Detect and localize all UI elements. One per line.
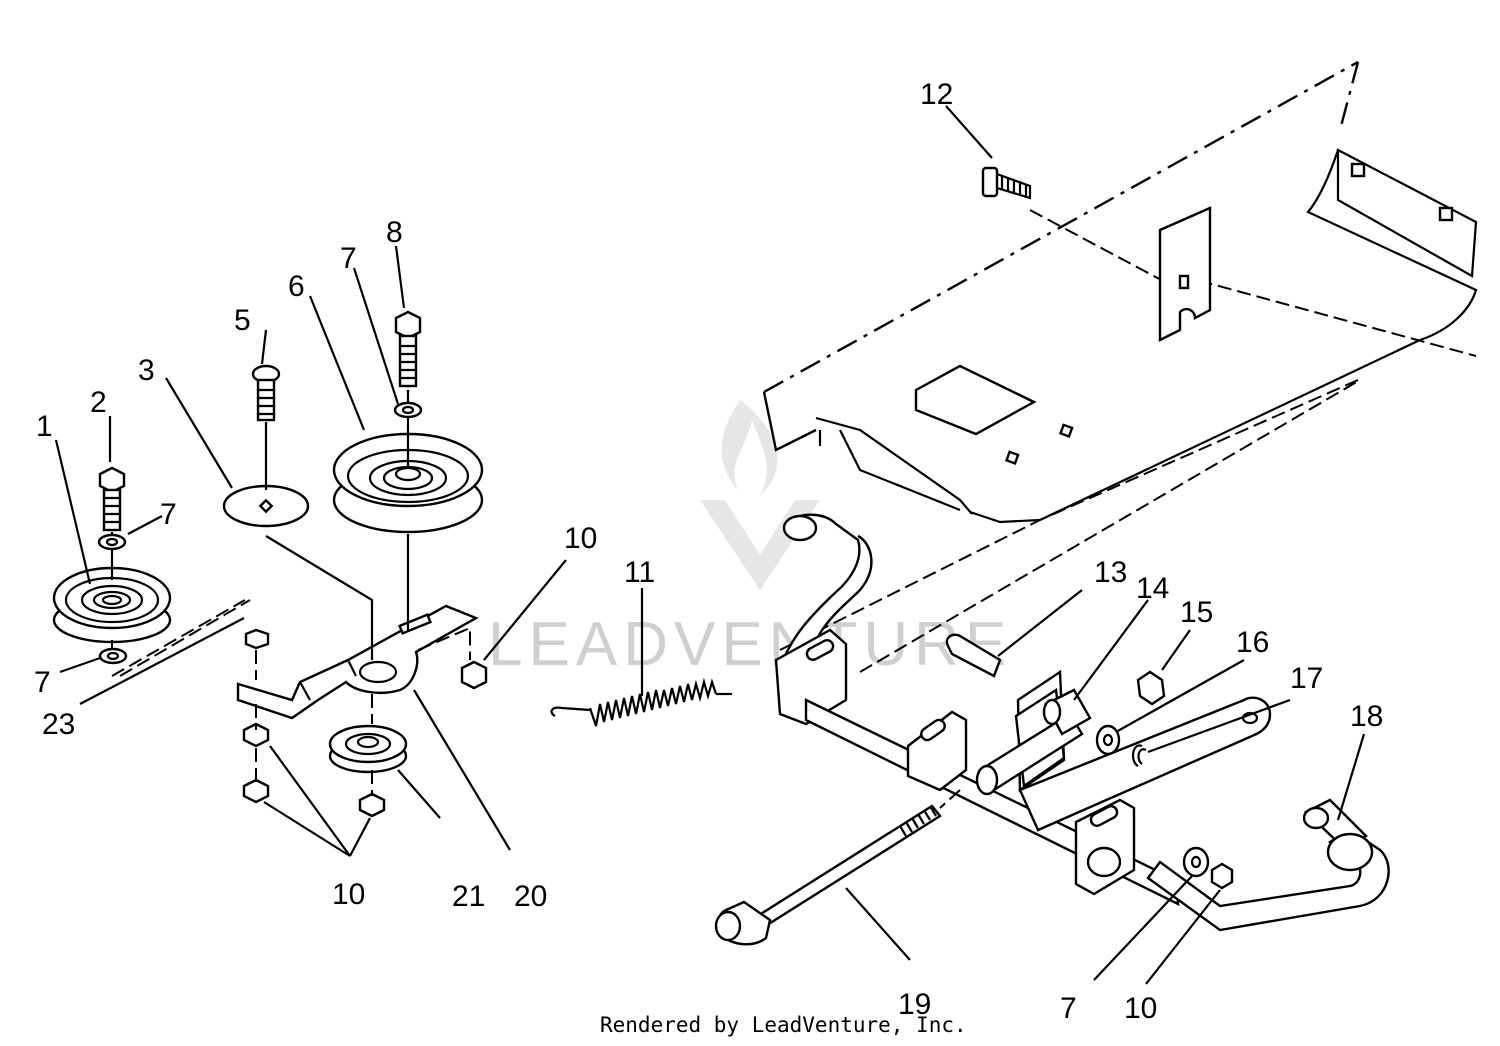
- assembly-lines: [111, 534, 471, 796]
- callout-15: 15: [1180, 596, 1213, 629]
- retaining-ring-17: [1132, 744, 1147, 767]
- washer-7-upper-right: [393, 401, 423, 419]
- spring-11: [550, 677, 732, 727]
- deck-front-corner: [969, 510, 1041, 524]
- nut-10-lower-c: [358, 792, 386, 818]
- callout-2: 2: [90, 386, 107, 419]
- callout-20: 20: [514, 880, 547, 913]
- callout-11: 11: [624, 556, 655, 589]
- idler-bracket-20: [236, 604, 479, 720]
- pulley-1: [52, 566, 172, 644]
- deck-left-edge: [815, 416, 973, 515]
- deck-access-panel: [914, 364, 1037, 436]
- bolt-12: [981, 166, 1032, 200]
- plate-3: [222, 484, 310, 528]
- deck-side-plate: [1336, 148, 1478, 278]
- callout-14: 14: [1136, 572, 1169, 605]
- washer-7-lower-left: [98, 647, 128, 665]
- spacer-21: [328, 724, 408, 774]
- pin-13: [945, 633, 1002, 678]
- bolt-2: [98, 466, 126, 580]
- bolt-5: [251, 364, 281, 490]
- callout-16: 16: [1236, 626, 1269, 659]
- nut-15: [1136, 670, 1166, 706]
- callout-7-pulley: 7: [160, 498, 177, 531]
- deck-slot-2: [1438, 206, 1454, 222]
- callout-10-shaft: 10: [1124, 992, 1157, 1025]
- nut-10-bracket: [244, 628, 270, 650]
- watermark-text: LEADVENTURE: [488, 610, 1012, 679]
- rod-19: [714, 804, 942, 946]
- callout-6: 6: [288, 270, 305, 303]
- callout-13: 13: [1094, 556, 1127, 589]
- callout-3: 3: [138, 354, 155, 387]
- washer-7-upper-left: [97, 533, 127, 551]
- callout-12: 12: [920, 78, 953, 111]
- nut-10-free: [460, 660, 488, 690]
- callout-5: 5: [234, 304, 251, 337]
- callout-labels: 1 2 3 5 6 7 8 7 7 23 10 10 21 20 11 12 1…: [34, 78, 1383, 1025]
- callout-8: 8: [386, 216, 403, 249]
- centerline-1: [859, 379, 1361, 673]
- callout-1: 1: [36, 410, 53, 443]
- deck-hanger-bracket: [1158, 206, 1212, 342]
- deck-hidden-edge: [1039, 379, 1359, 521]
- leader-lines: [54, 105, 1366, 985]
- callout-17: 17: [1290, 662, 1323, 695]
- callout-21: 21: [452, 880, 485, 913]
- callout-7-lower: 7: [34, 666, 51, 699]
- deck-slot-1: [1350, 162, 1366, 178]
- nut-10-lower-b: [242, 778, 270, 804]
- deck-frame: [762, 60, 1478, 673]
- bolt-8: [394, 310, 422, 468]
- callout-10-nuts: 10: [332, 878, 365, 911]
- washer-16: [1095, 724, 1121, 756]
- deck-top-edge: [763, 60, 1359, 394]
- deck-rear-edge: [1338, 61, 1360, 131]
- footer-credit: Rendered by LeadVenture, Inc.: [600, 1013, 967, 1037]
- deck-outline: [1039, 149, 1478, 521]
- callout-18: 18: [1350, 700, 1383, 733]
- callout-23: 23: [42, 708, 75, 741]
- callout-7-shaft: 7: [1060, 992, 1077, 1025]
- callout-19: 19: [898, 988, 931, 1021]
- deck-front-lip: [762, 391, 817, 452]
- callout-10-free: 10: [564, 522, 597, 555]
- callout-7-top: 7: [340, 242, 357, 275]
- spacer-14: [1042, 688, 1092, 736]
